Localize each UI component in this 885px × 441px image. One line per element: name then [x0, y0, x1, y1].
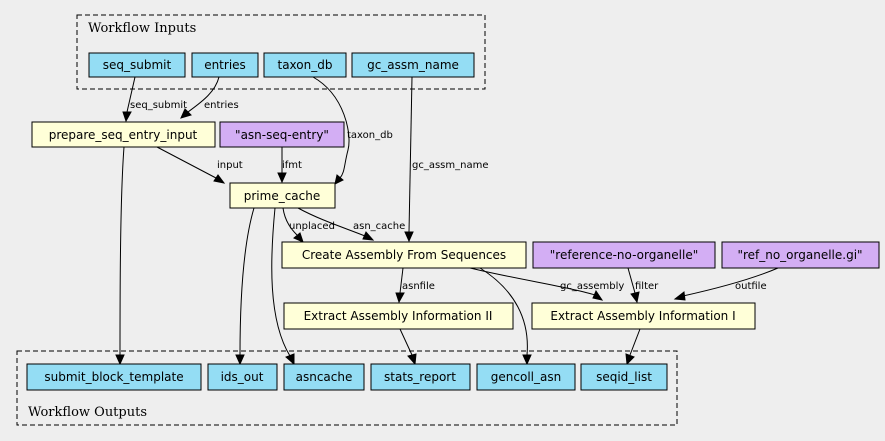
input-taxon-db[interactable]: taxon_db — [263, 52, 347, 78]
output-seqid-list-label: seqid_list — [596, 370, 652, 384]
step-prime-cache-label: prime_cache — [244, 189, 321, 203]
step-extract-info-1[interactable]: Extract Assembly Information I — [531, 302, 756, 330]
workflow-outputs-label: Workflow Outputs — [28, 405, 147, 420]
output-gencoll-asn[interactable]: gencoll_asn — [476, 363, 576, 391]
step-create-assembly-label: Create Assembly From Sequences — [302, 248, 506, 262]
edge-filter: filter — [627, 267, 659, 304]
param-asn-seq-entry[interactable]: "asn-seq-entry" — [219, 121, 345, 148]
edge-seq-submit: seq_submit — [122, 76, 187, 123]
edge-label-entries: entries — [204, 100, 239, 111]
input-seq-submit-label: seq_submit — [103, 58, 172, 72]
output-gencoll-asn-label: gencoll_asn — [491, 370, 561, 384]
input-taxon-db-label: taxon_db — [278, 58, 333, 72]
output-ids-out[interactable]: ids_out — [207, 363, 278, 391]
workflow-inputs-cluster: Workflow Inputs — [76, 14, 486, 90]
output-submit-block-template-label: submit_block_template — [44, 370, 183, 384]
param-asn-seq-entry-label: "asn-seq-entry" — [235, 128, 329, 142]
edge-label-gc-assm-name: gc_assm_name — [412, 160, 489, 171]
input-seq-submit[interactable]: seq_submit — [88, 52, 186, 78]
step-prepare-seq-entry-input[interactable]: prepare_seq_entry_input — [31, 121, 216, 148]
input-gc-assm-name[interactable]: gc_assm_name — [351, 52, 475, 78]
edge-label-asnfile: asnfile — [402, 281, 435, 292]
edge-taxon-db: taxon_db — [312, 76, 393, 185]
output-asncache-label: asncache — [296, 370, 353, 384]
workflow-inputs-label: Workflow Inputs — [88, 21, 196, 36]
output-ids-out-label: ids_out — [221, 370, 264, 384]
step-create-assembly[interactable]: Create Assembly From Sequences — [281, 241, 527, 269]
edge-label-filter: filter — [635, 281, 659, 292]
param-reference-no-organelle[interactable]: "reference-no-organelle" — [532, 241, 716, 269]
edge-entries: entries — [180, 76, 239, 119]
edge-prime-cache-to-asncache — [271, 207, 295, 366]
step-extract-info-1-label: Extract Assembly Information I — [550, 309, 735, 323]
edge-label-taxon-db: taxon_db — [347, 130, 393, 141]
param-ref-no-organelle-gi-label: "ref_no_organelle.gi" — [737, 248, 862, 262]
input-entries[interactable]: entries — [191, 52, 259, 78]
step-extract-info-2[interactable]: Extract Assembly Information II — [283, 302, 514, 330]
step-extract-info-2-label: Extract Assembly Information II — [304, 309, 493, 323]
step-prepare-seq-entry-input-label: prepare_seq_entry_input — [49, 128, 198, 142]
edge-gc-assm-name: gc_assm_name — [404, 76, 489, 243]
output-seqid-list[interactable]: seqid_list — [580, 363, 668, 391]
edge-prime-cache-to-ids-out — [235, 207, 255, 366]
edge-label-asn-cache: asn_cache — [353, 221, 405, 232]
edge-asn-cache: asn_cache — [297, 207, 405, 241]
edge-label-gc-assembly: gc_assembly — [560, 281, 624, 292]
input-entries-label: entries — [204, 58, 246, 72]
output-submit-block-template[interactable]: submit_block_template — [26, 363, 202, 391]
edge-ifmt: ifmt — [277, 147, 302, 184]
edge-outfile: outfile — [673, 267, 779, 301]
edge-input: input — [156, 146, 243, 184]
output-stats-report-label: stats_report — [384, 370, 456, 384]
workflow-outputs-cluster: Workflow Outputs — [16, 350, 678, 426]
edge-label-input: input — [217, 160, 243, 171]
edge-prepare-to-submit-block — [115, 146, 125, 366]
edge-asnfile: asnfile — [395, 267, 435, 304]
edge-gc-assembly: gc_assembly — [469, 267, 624, 301]
input-gc-assm-name-label: gc_assm_name — [367, 58, 459, 72]
edge-create-to-gencoll — [479, 267, 532, 366]
param-ref-no-organelle-gi[interactable]: "ref_no_organelle.gi" — [721, 241, 880, 269]
edge-extract1-to-seqid — [625, 328, 641, 366]
edge-label-ifmt: ifmt — [282, 160, 302, 171]
step-prime-cache[interactable]: prime_cache — [229, 182, 336, 209]
output-stats-report[interactable]: stats_report — [370, 363, 471, 391]
output-asncache[interactable]: asncache — [283, 363, 365, 391]
edge-unplaced: unplaced — [282, 207, 335, 243]
edge-label-outfile: outfile — [735, 281, 767, 292]
param-reference-no-organelle-label: "reference-no-organelle" — [550, 248, 698, 262]
edge-label-unplaced: unplaced — [289, 221, 335, 232]
edge-label-seq-submit: seq_submit — [130, 100, 187, 111]
edge-extract2-to-stats — [399, 328, 417, 366]
